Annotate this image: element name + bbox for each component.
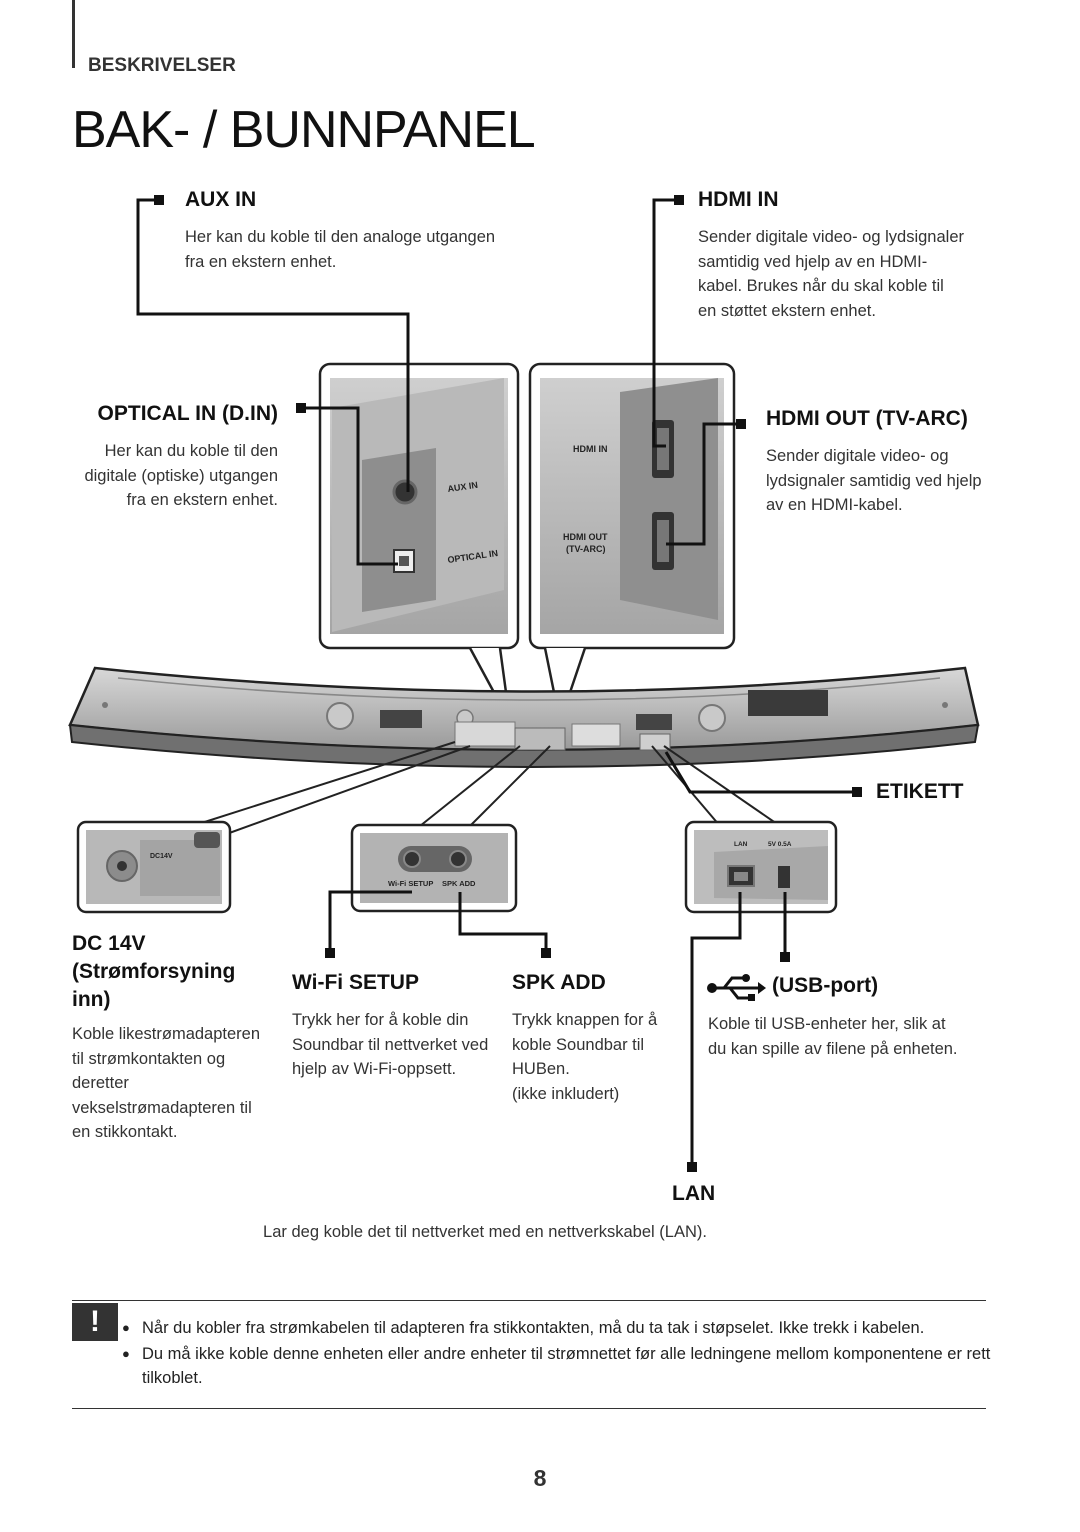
callout-marker [541, 948, 551, 958]
lan-heading: LAN [672, 1182, 716, 1205]
panel-label-usb: 5V 0.5A [768, 841, 792, 848]
panel-label-spk: SPK ADD [442, 879, 476, 888]
wifi-setup-heading: Wi-Fi SETUP [292, 971, 419, 994]
note-item: Du må ikke koble denne enheten eller and… [122, 1342, 992, 1390]
panel-label-tv-arc: (TV-ARC) [566, 544, 606, 554]
zoom-dc: DC14V [76, 820, 232, 914]
note-list: Når du kobler fra strømkabelen til adapt… [122, 1316, 992, 1392]
hdmi-in-heading: HDMI IN [698, 188, 779, 211]
callout-marker [325, 948, 335, 958]
section-marker-bar [72, 0, 75, 68]
zoom-hdmi: HDMI IN HDMI OUT (TV-ARC) [528, 362, 736, 650]
note-item: Når du kobler fra strømkabelen til adapt… [122, 1316, 992, 1340]
page-title: BAK- / BUNNPANEL [72, 101, 536, 159]
note-rule-top [72, 1300, 986, 1301]
aux-in-heading: AUX IN [185, 188, 257, 211]
callout-marker [736, 419, 746, 429]
etikett-heading: ETIKETT [876, 780, 964, 803]
callout-marker [852, 787, 862, 797]
usb-port-heading: (USB-port) [772, 974, 879, 997]
callout-marker [296, 403, 306, 413]
note-rule-bottom [72, 1408, 986, 1409]
lan-text: Lar deg koble det til nettverket med en … [263, 1223, 707, 1241]
callout-marker [674, 195, 684, 205]
callout-marker [687, 1162, 697, 1172]
panel-label-lan: LAN [734, 841, 748, 848]
zoom-lan-usb: LAN 5V 0.5A [684, 820, 838, 914]
optical-in-heading: OPTICAL IN (D.IN) [97, 402, 278, 425]
zoom-aux-optical: AUX IN OPTICAL IN [318, 362, 520, 650]
panel-label-wifi: Wi-Fi SETUP [388, 879, 433, 888]
usb-icon [706, 973, 766, 1008]
panel-label-hdmi-out: HDMI OUT [563, 532, 608, 542]
panel-label-dc: DC14V [150, 853, 173, 860]
hdmi-out-heading: HDMI OUT (TV-ARC) [766, 407, 968, 430]
spk-add-heading: SPK ADD [512, 971, 606, 994]
soundbar-body [68, 666, 980, 768]
aux-in-text: Her kan du koble til den analoge utgange… [185, 228, 496, 271]
zoom-wifi-spk: Wi-Fi SETUP SPK ADD [350, 823, 518, 913]
panel-label-aux: AUX IN [447, 480, 479, 494]
warning-icon: ! [72, 1303, 118, 1341]
section-label: BESKRIVELSER [88, 55, 236, 76]
callout-marker [780, 952, 790, 962]
page-number: 8 [533, 1465, 547, 1491]
panel-label-hdmi-in: HDMI IN [573, 444, 608, 454]
callout-marker [154, 195, 164, 205]
